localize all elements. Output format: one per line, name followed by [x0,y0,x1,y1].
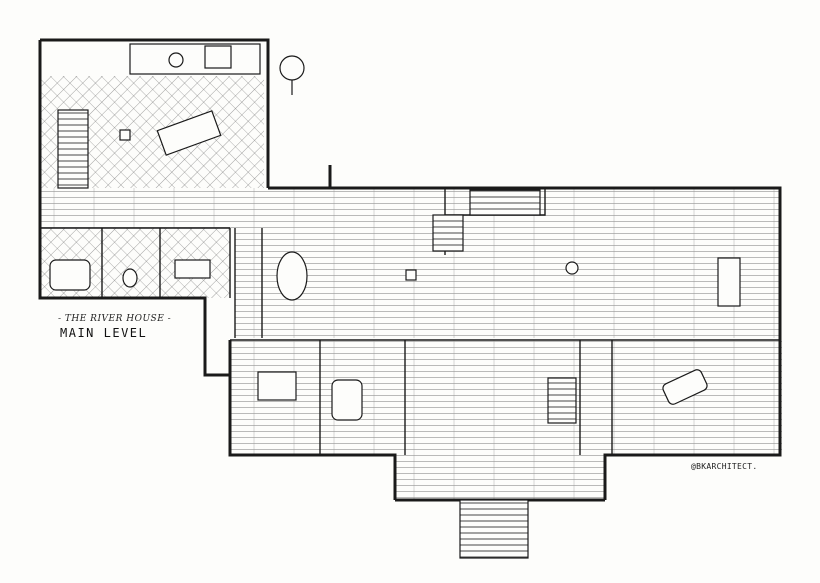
map-subtitle: - THE RIVER HOUSE - [58,314,172,324]
sink-icon [168,52,184,68]
round-table [276,251,308,301]
toilet-icon [122,268,138,288]
kitchen-counter [129,43,261,75]
table-icon [717,257,741,307]
small-baths [49,259,211,291]
stove-icon [204,45,232,69]
chair-icon [405,269,417,281]
stair-icon [432,214,464,252]
lower-rooms [257,369,708,424]
map-title: MAIN LEVEL [60,326,148,340]
bathtub-icon [331,379,363,421]
main-walls [228,165,782,500]
stair-icon [469,189,541,216]
kitchen [57,43,261,189]
bathtub-icon [49,259,91,291]
stair-icon [547,377,577,424]
bed-icon [257,371,297,401]
bath-partitions [40,227,231,298]
floor-surfaces [40,76,782,500]
artist-credit: @BKARCHITECT. [691,462,758,471]
chair-icon [565,261,579,275]
interior-walls [40,188,780,455]
sink-icon [174,259,211,279]
porch-stairs [459,499,529,559]
chair-icon [119,129,131,141]
dining-table [156,110,222,156]
lower-rooms-floor [230,340,782,455]
great-room [276,189,741,307]
lower-partitions [230,228,780,455]
porch-floor [395,455,605,500]
stair-icon [57,109,89,189]
tree-icon [279,55,305,95]
north-wing-walls [38,38,270,377]
sofa [662,369,708,405]
